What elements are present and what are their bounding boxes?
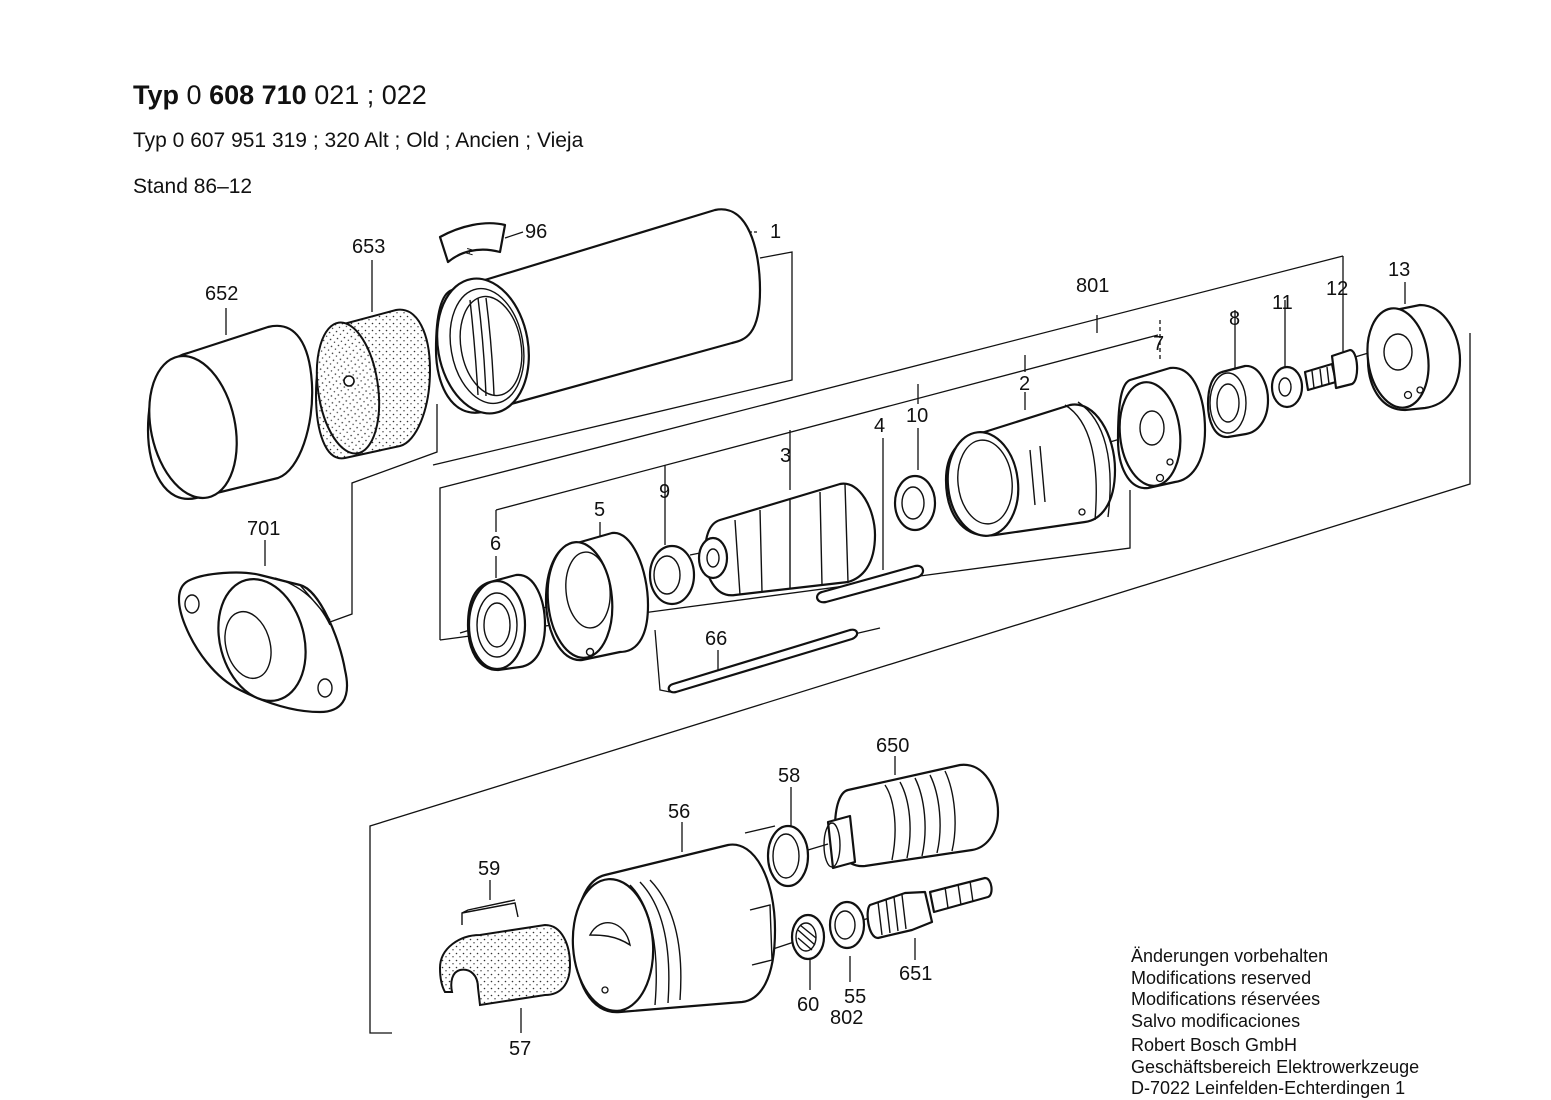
part-2-cylinder [944, 401, 1117, 537]
label-part-4: 4 [874, 415, 885, 437]
label-part-701: 701 [247, 518, 280, 540]
part-12-screw [1303, 348, 1359, 392]
note-address: D-7022 Leinfelden-Echterdingen 1 [1131, 1078, 1406, 1098]
part-10-washer [893, 474, 937, 532]
label-part-57: 57 [509, 1038, 531, 1060]
stand-line: Stand 86–12 [133, 175, 253, 198]
title-number-part-4: 021 ; 022 [314, 80, 427, 110]
label-part-58: 58 [778, 765, 800, 787]
part-651-hose-nipple [866, 876, 993, 940]
label-part-653: 653 [352, 236, 385, 258]
label-part-6: 6 [490, 533, 501, 555]
part-4-vane [816, 564, 925, 604]
part-8-bearing [1206, 364, 1270, 439]
note-modifications-de: Änderungen vorbehalten [1131, 946, 1329, 966]
label-part-10: 10 [906, 405, 928, 427]
label-part-55: 55 [844, 986, 866, 1008]
label-part-56: 56 [668, 801, 690, 823]
part-701-flange [177, 571, 349, 714]
part-56-cover [571, 843, 777, 1014]
part-653-felt-filter [314, 308, 432, 460]
part-7-end-plate [1116, 366, 1207, 490]
label-part-801: 801 [1076, 275, 1109, 297]
label-part-60: 60 [797, 994, 819, 1016]
svg-text:H: H [465, 247, 477, 257]
label-part-2: 2 [1019, 373, 1030, 395]
label-part-96: 96 [525, 221, 547, 243]
note-company: Robert Bosch GmbH [1131, 1035, 1298, 1055]
footer-notes: Änderungen vorbehalten Modifications res… [1131, 946, 1419, 1100]
part-59-clip [461, 899, 519, 925]
label-part-802: 802 [830, 1007, 863, 1029]
label-part-66: 66 [705, 628, 727, 650]
part-11-washer [1270, 365, 1304, 409]
label-part-5: 5 [594, 499, 605, 521]
label-part-9: 9 [659, 481, 670, 503]
part-650-silencer [823, 763, 1000, 870]
part-58-seal-ring [766, 824, 810, 888]
part-96-label-strip [438, 222, 507, 264]
label-part-13: 13 [1388, 259, 1410, 281]
label-part-3: 3 [780, 445, 791, 467]
part-1-housing: H [434, 208, 762, 415]
label-part-7: 7 [1153, 333, 1164, 355]
part-652-end-cap [146, 324, 314, 500]
label-part-652: 652 [205, 283, 238, 305]
part-60-sieve [790, 913, 826, 961]
title-prefix: Typ [133, 80, 179, 110]
label-part-650: 650 [876, 735, 909, 757]
part-13-end-cover [1366, 303, 1462, 412]
old-type-line: Typ 0 607 951 319 ; 320 Alt ; Old ; Anci… [133, 129, 584, 152]
title-number-part-1: 0 [186, 80, 202, 110]
part-6-bearing [466, 573, 547, 672]
part-55-washer [828, 900, 866, 950]
note-modifications-en: Modifications reserved [1131, 967, 1312, 988]
label-part-12: 12 [1326, 278, 1348, 300]
label-part-8: 8 [1229, 308, 1240, 330]
note-modifications-fr: Modifications réservées [1131, 989, 1321, 1009]
assembly-lines [225, 231, 1471, 1034]
title-number-part-3: 710 [261, 80, 307, 110]
label-part-11: 11 [1272, 292, 1293, 314]
title-number-part-2: 608 [209, 80, 255, 110]
part-5-end-plate [544, 531, 650, 662]
label-part-651: 651 [899, 963, 932, 985]
part-66-pin [667, 628, 859, 694]
part-57-felt-silencer [438, 923, 572, 1007]
label-part-59: 59 [478, 858, 500, 880]
label-part-1: 1 [770, 221, 781, 243]
part-labels: 1 2 3 4 5 6 7 8 9 10 11 12 13 55 56 57 5… [205, 221, 1410, 1060]
note-modifications-es: Salvo modificaciones [1131, 1010, 1301, 1031]
part-9-seal-ring [648, 544, 696, 606]
part-3-rotor [697, 482, 877, 597]
page-title: Typ 0 608 710 021 ; 022 [133, 80, 427, 111]
note-division: Geschäftsbereich Elektrowerkzeuge [1131, 1056, 1420, 1077]
